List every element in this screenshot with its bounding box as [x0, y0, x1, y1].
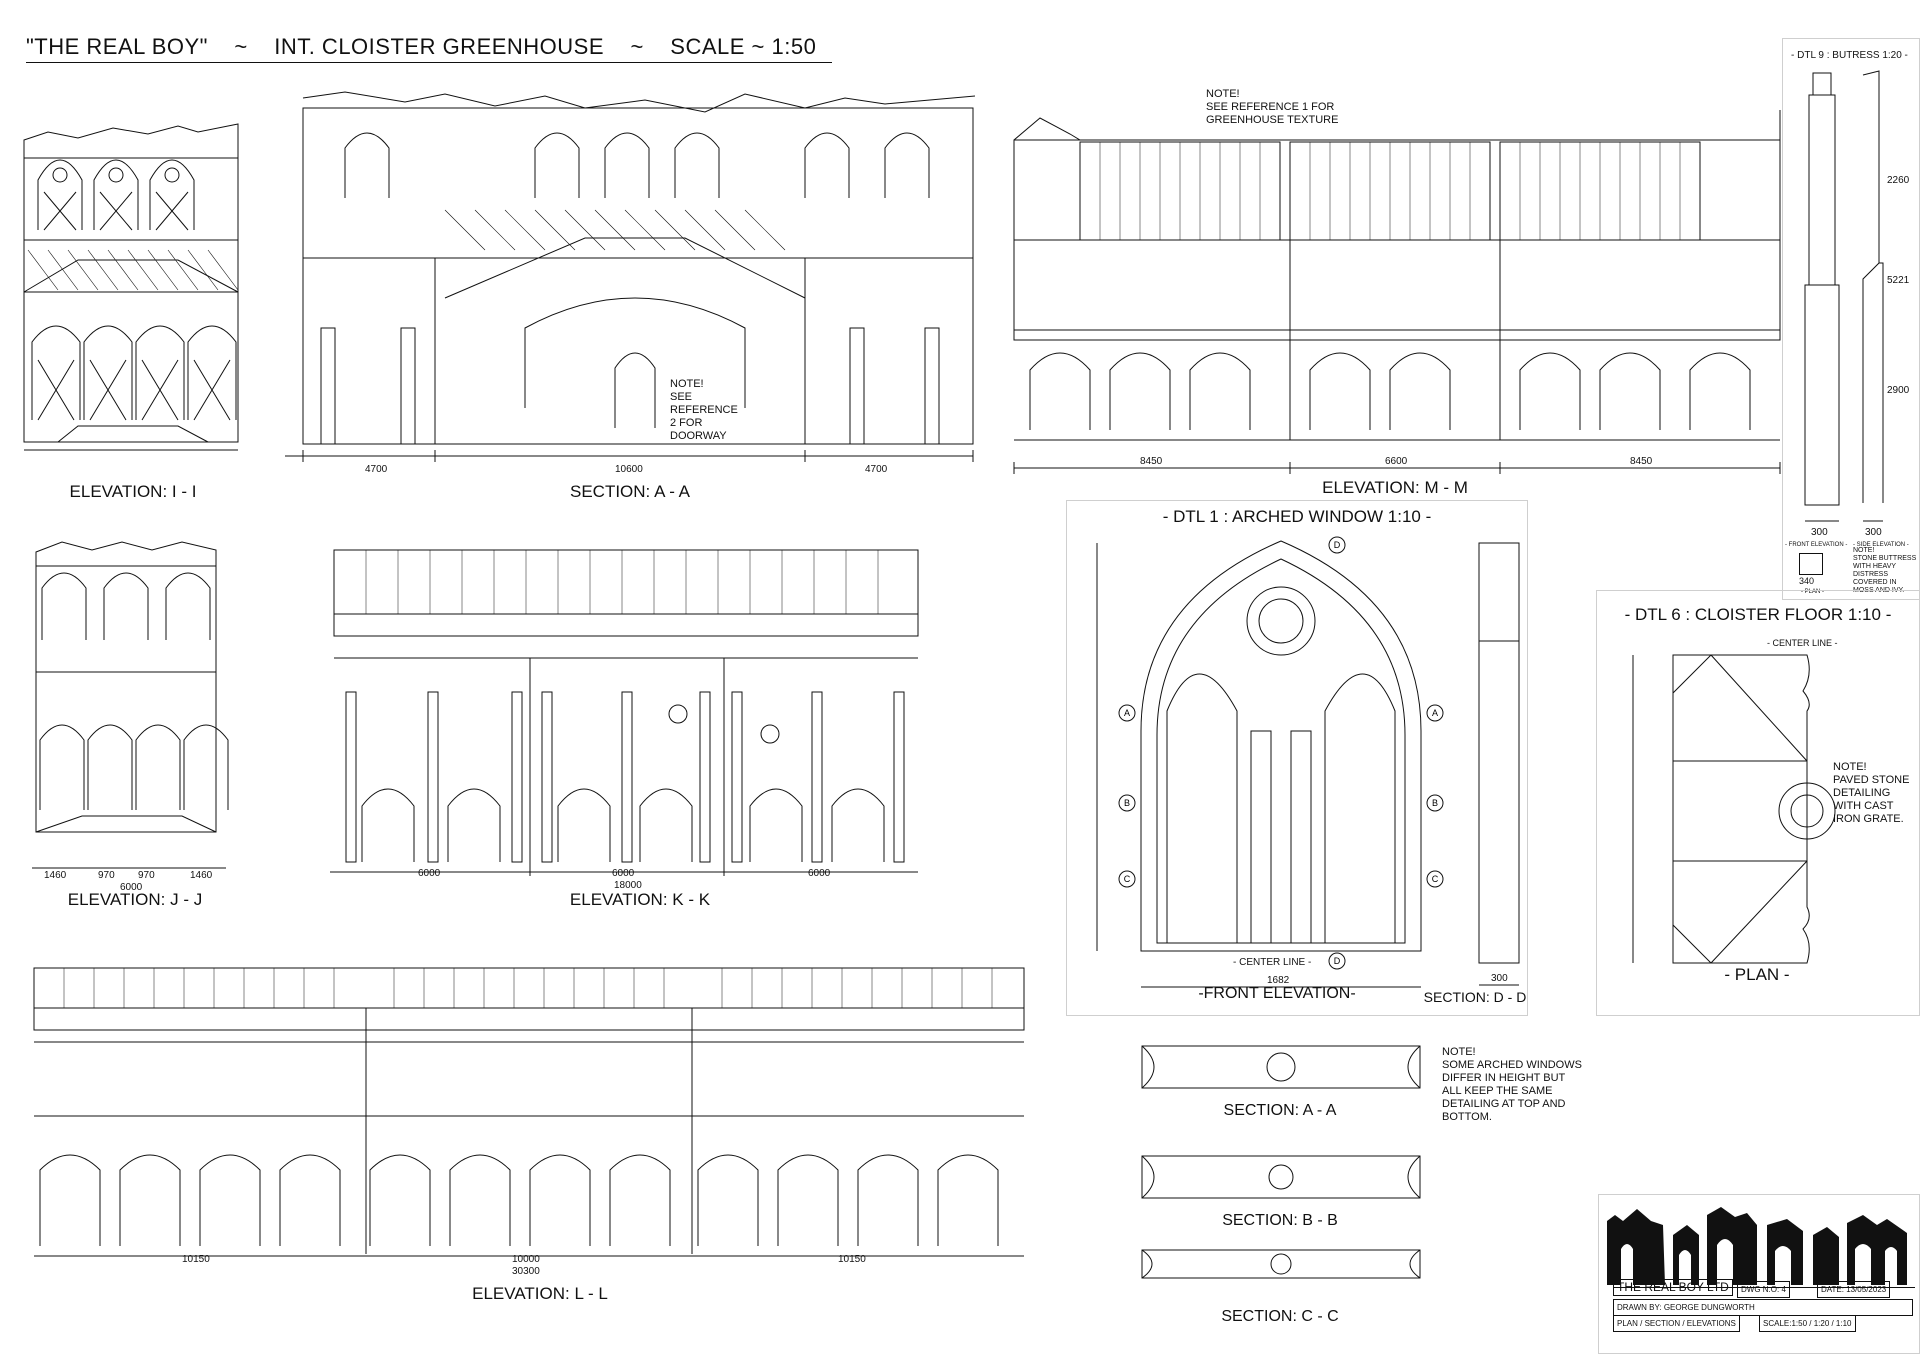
- dtl9-dim-top: 2260: [1887, 175, 1910, 186]
- dtl1-marker-d-top: D: [1334, 540, 1341, 550]
- elevation-k-k-label: ELEVATION: K - K: [569, 890, 711, 909]
- elevation-j-j-dim-4: 1460: [190, 870, 213, 881]
- elevation-l-l-total: 30300: [512, 1266, 540, 1277]
- section-a-a-dim-left: 4700: [365, 464, 388, 475]
- elevation-m-m-label: ELEVATION: M - M: [1322, 478, 1468, 497]
- dtl6-drawing: 850: [1632, 654, 1836, 964]
- dtl9-side-caption: - SIDE ELEVATION -: [1853, 542, 1909, 548]
- elevation-j-j-dim-2: 970: [98, 870, 115, 881]
- dtl6-title: - DTL 6 : CLOISTER FLOOR 1:10 -: [1624, 605, 1892, 624]
- elevation-k-k-dim-1: 6000: [418, 868, 441, 879]
- elevation-j-j-label: ELEVATION: J - J: [67, 890, 203, 909]
- drawing-scale: SCALE:1:50 / 1:20 / 1:10: [1759, 1315, 1856, 1332]
- dtl9-side-width: 300: [1865, 527, 1882, 538]
- dtl1-drawing: A A B B C C D D 1682 300 - CENTER LINE -: [1096, 536, 1520, 988]
- elevation-l-l-label: ELEVATION: L - L: [472, 1284, 608, 1303]
- dtl1-marker-b-right: B: [1432, 798, 1438, 808]
- dtl9-panel: - DTL 9 : BUTRESS 1:20 - 2260 5221 2900 …: [1782, 38, 1920, 600]
- elevation-j-j-total: 6000: [120, 882, 143, 892]
- dtl6-note: NOTE! PAVED STONE DETAILING WITH CAST IR…: [1833, 761, 1910, 825]
- dtl6-panel: - DTL 6 : CLOISTER FLOOR 1:10 - - CENTER…: [1596, 590, 1920, 1016]
- dtl9-title: - DTL 9 : BUTRESS 1:20 -: [1791, 50, 1908, 61]
- title-block: THE REAL BOY LTD DWG N.O: 4 DATE: 13/05/…: [1598, 1194, 1920, 1354]
- dtl1-marker-b-left: B: [1124, 798, 1130, 808]
- dtl1-marker-a-right: A: [1432, 708, 1438, 718]
- dtl9-plan-shape: [1799, 553, 1823, 575]
- elevation-k-k-dim-2: 6000: [612, 868, 635, 879]
- section-a-a-note: NOTE! SEE REFERENCE 2 FOR DOORWAY: [670, 378, 738, 442]
- dtl1-section-dd-label: SECTION: D - D: [1423, 989, 1527, 1005]
- section-a-a-dim-middle: 10600: [615, 464, 643, 475]
- section-a-a-detail-label: SECTION: A - A: [1223, 1102, 1337, 1119]
- sheet-type: PLAN / SECTION / ELEVATIONS: [1613, 1315, 1740, 1332]
- section-b-b-detail-label: SECTION: B - B: [1222, 1212, 1338, 1229]
- dtl1-marker-c-right: C: [1432, 874, 1439, 884]
- section-a-a-dim-right: 4700: [865, 464, 888, 475]
- elevation-m-m-drawing: 8450 6600 8450: [1013, 110, 1781, 474]
- elevation-l-l-dim-1: 10150: [182, 1254, 210, 1265]
- dtl9-front-caption: - FRONT ELEVATION -: [1785, 542, 1848, 548]
- section-c-c-detail-label: SECTION: C - C: [1221, 1308, 1339, 1325]
- dtl1-panel: - DTL 1 : ARCHED WINDOW 1:10 -: [1066, 500, 1528, 1016]
- elevation-j-j-dim-3: 970: [138, 870, 155, 881]
- elevation-l-l-dim-2: 10000: [512, 1254, 540, 1265]
- elevation-m-m-dim-left: 8450: [1140, 456, 1163, 467]
- elevation-l-l-drawing: 10150 10000 10150 30300: [33, 967, 1025, 1277]
- section-a-a-drawing: 4700 10600 4700: [285, 91, 975, 475]
- dtl9-front-width: 300: [1811, 527, 1828, 538]
- dtl6-plan-label: - PLAN -: [1724, 965, 1790, 984]
- window-sections-drawing: [1141, 1045, 1421, 1279]
- elevation-m-m-dim-right: 8450: [1630, 456, 1653, 467]
- elevation-k-k-drawing: 6000 6000 6000 18000: [330, 549, 919, 890]
- dtl1-marker-d-bottom: D: [1334, 956, 1341, 966]
- elevation-i-i-drawing: [23, 123, 239, 451]
- dtl1-center-line: - CENTER LINE -: [1233, 957, 1311, 968]
- company-logo: [1607, 1207, 1907, 1285]
- elevation-j-j-drawing: 1460 970 970 1460 6000: [32, 541, 229, 892]
- title-underline: [26, 62, 832, 63]
- dtl1-marker-a-left: A: [1124, 708, 1130, 718]
- elevation-l-l-dim-3: 10150: [838, 1254, 866, 1265]
- dtl6-center-line: - CENTER LINE -: [1767, 638, 1838, 648]
- elevation-j-j-dim-1: 1460: [44, 870, 67, 881]
- elevation-m-m-dim-middle: 6600: [1385, 456, 1408, 467]
- window-sections-note: NOTE! SOME ARCHED WINDOWS DIFFER IN HEIG…: [1442, 1046, 1582, 1123]
- elevation-k-k-dim-3: 6000: [808, 868, 831, 879]
- drawn-by: DRAWN BY: GEORGE DUNGWORTH: [1613, 1299, 1913, 1316]
- dtl9-plan-caption: - PLAN -: [1801, 589, 1825, 595]
- dtl1-front-label: -FRONT ELEVATION-: [1198, 985, 1356, 1002]
- company-name: THE REAL BOY LTD: [1613, 1279, 1733, 1296]
- elevation-k-k-total: 18000: [614, 880, 642, 890]
- dtl9-dim-total: 5221: [1887, 275, 1910, 286]
- dtl1-title: - DTL 1 : ARCHED WINDOW 1:10 -: [1162, 507, 1432, 526]
- drawing-number: DWG N.O: 4: [1737, 1281, 1790, 1298]
- dtl9-note: NOTE! STONE BUTTRESS WITH HEAVY DISTRESS…: [1853, 547, 1917, 594]
- section-a-a-label: SECTION: A - A: [570, 482, 690, 501]
- drawing-date: DATE: 13/05/2023: [1817, 1281, 1891, 1298]
- elevation-m-m-note: NOTE! SEE REFERENCE 1 FOR GREENHOUSE TEX…: [1206, 88, 1339, 126]
- dtl1-width: 1682: [1267, 975, 1290, 986]
- dtl1-dd-width: 300: [1491, 973, 1508, 984]
- dtl9-drawing: 2260 5221 2900 300 300: [1804, 70, 1910, 538]
- title-block-rule: [1613, 1287, 1915, 1288]
- dtl1-marker-c-left: C: [1124, 874, 1131, 884]
- dtl9-dim-bottom: 2900: [1887, 385, 1910, 396]
- dtl9-plan-width: 340: [1799, 576, 1815, 586]
- elevation-i-i-label: ELEVATION: I - I: [69, 482, 197, 501]
- sheet-title: "THE REAL BOY" ~ INT. CLOISTER GREENHOUS…: [26, 34, 817, 59]
